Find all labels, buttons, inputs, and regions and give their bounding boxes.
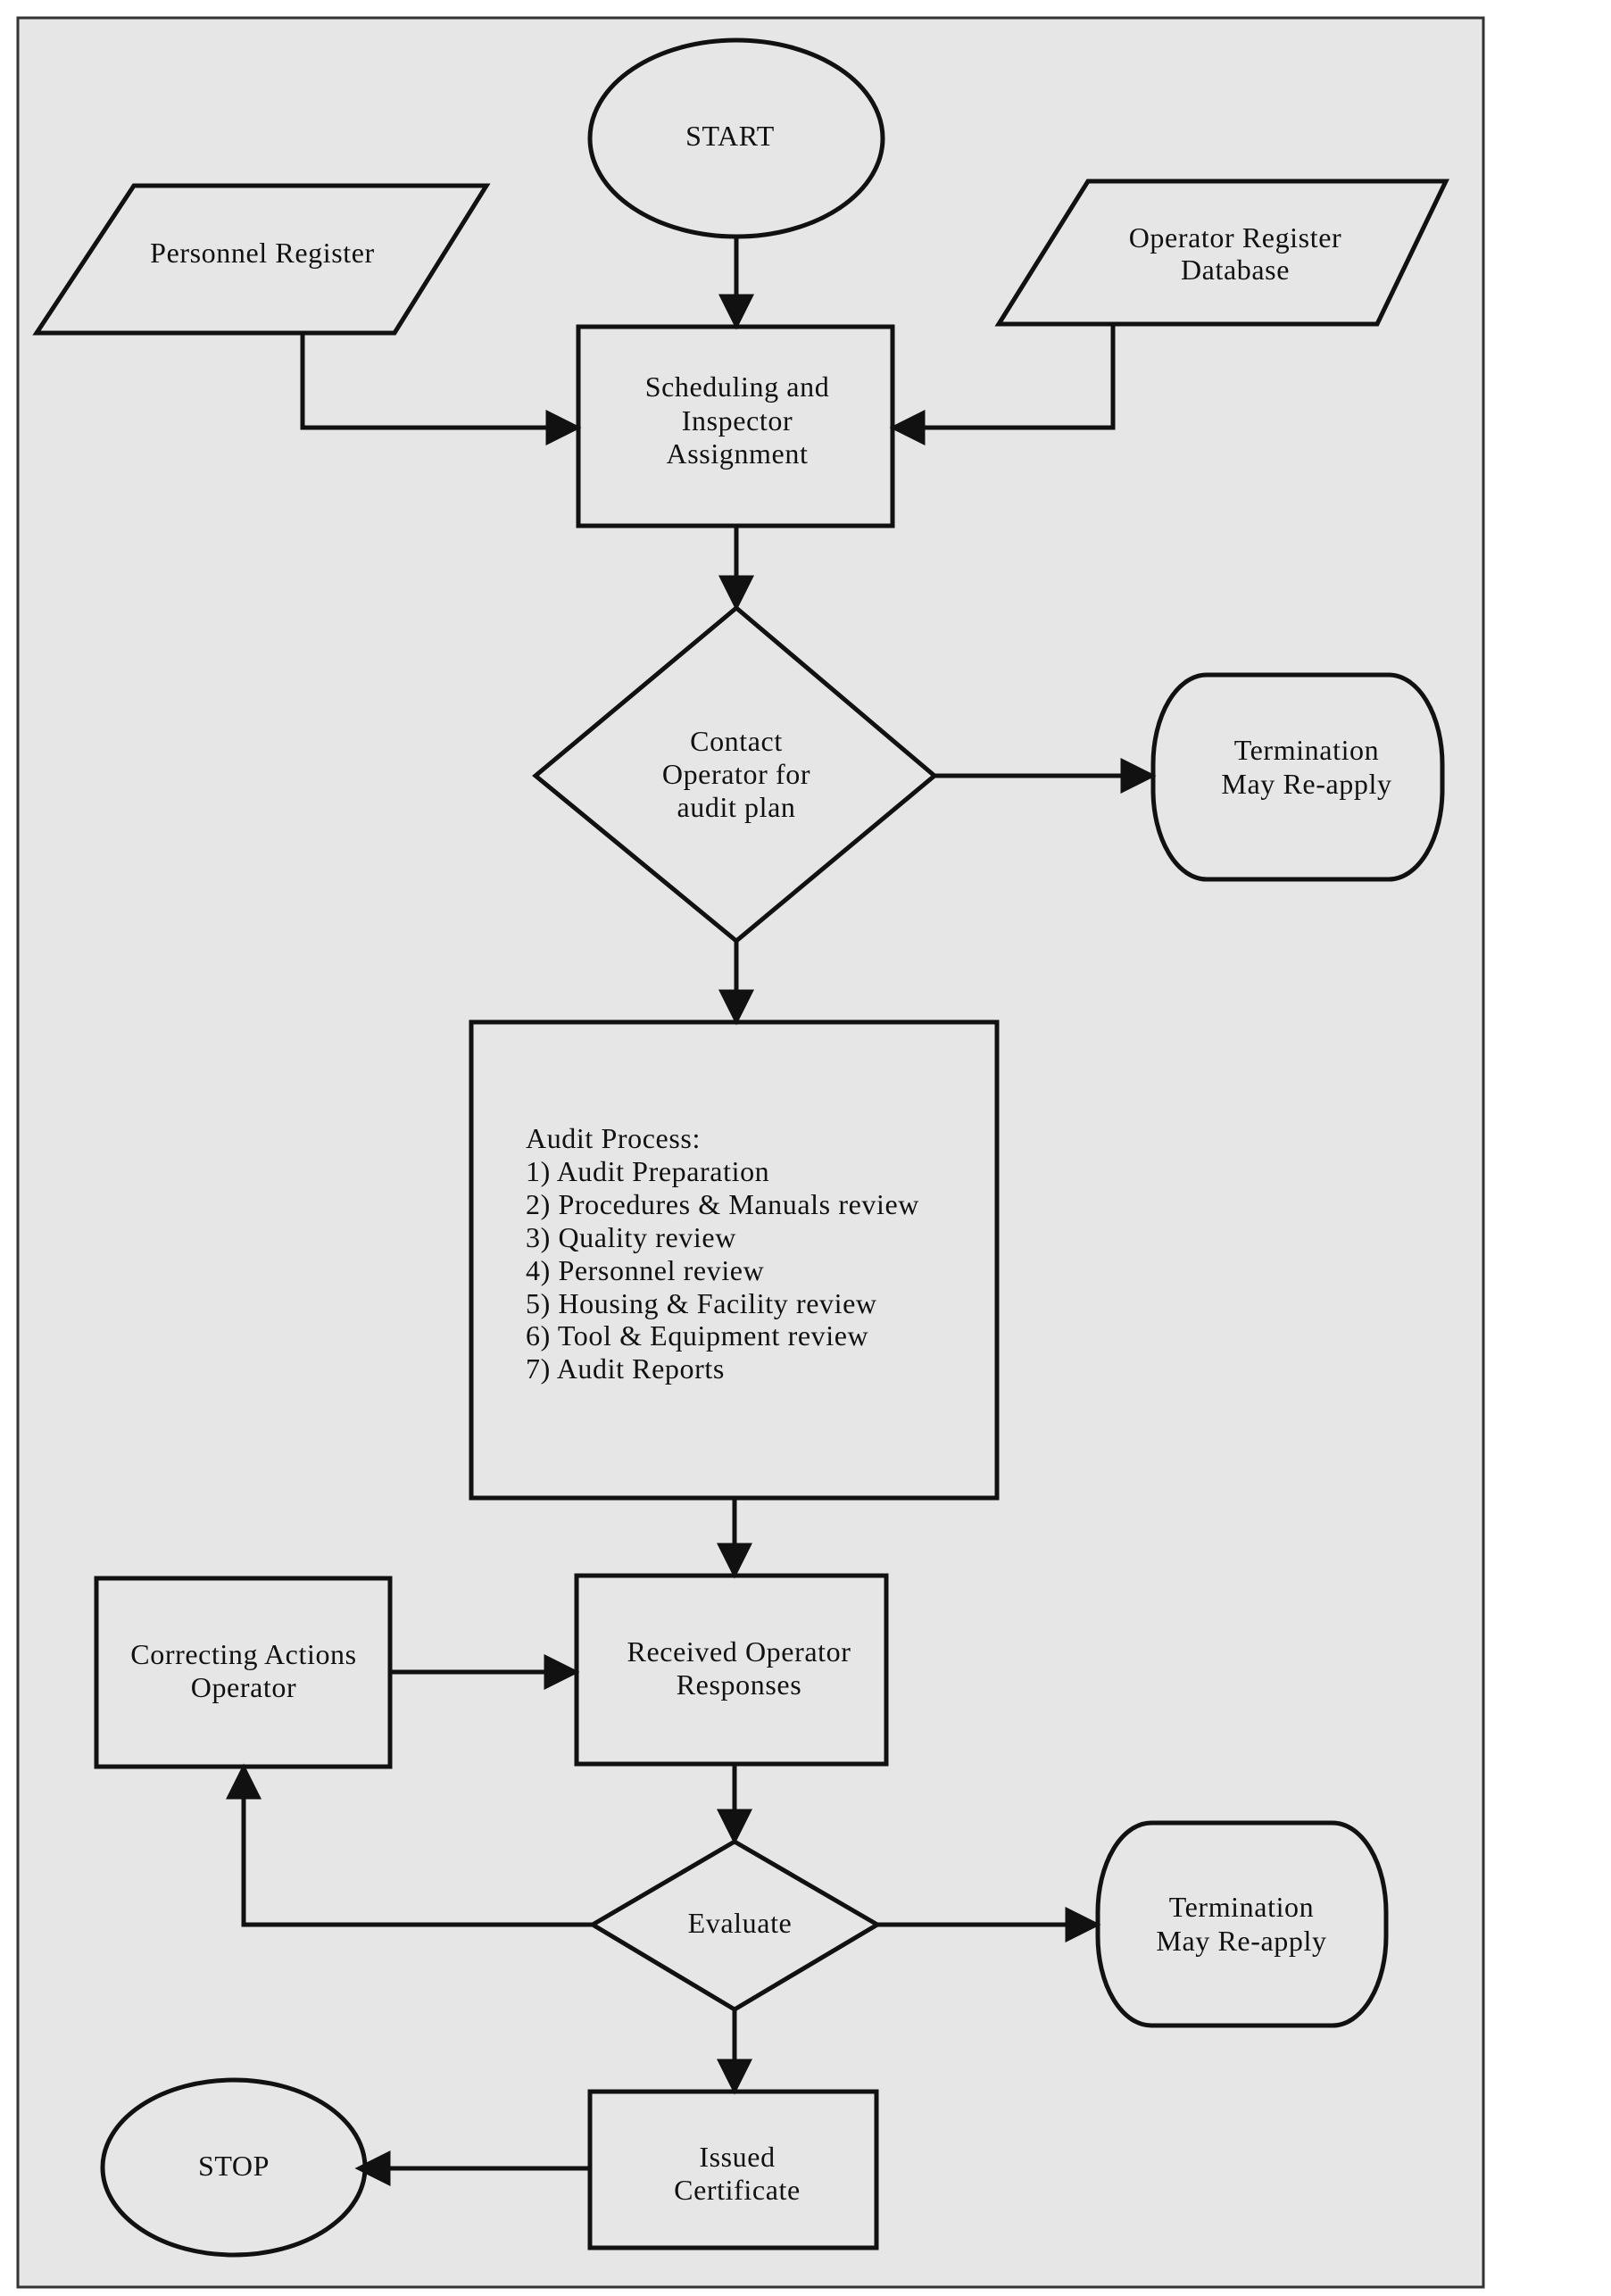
svg-text:Operator for: Operator for — [662, 758, 810, 790]
contact-operator-label-line1: Contact — [690, 725, 783, 757]
termination-2-label-line2: May Re-apply — [1156, 1925, 1326, 1957]
scheduling-label-line3: Assignment — [667, 437, 809, 470]
svg-text:Correcting Actions: Correcting Actions — [130, 1638, 356, 1670]
svg-text:4) Personnel review: 4) Personnel review — [526, 1254, 764, 1286]
correcting-actions-label-line2: Operator — [191, 1671, 297, 1703]
svg-text:STOP: STOP — [198, 2150, 270, 2182]
contact-operator-label-line2: Operator for — [662, 758, 810, 790]
audit-step: 2) Procedures & Manuals review — [526, 1188, 919, 1220]
svg-text:Operator Register: Operator Register — [1129, 221, 1342, 254]
audit-step: 5) Housing & Facility review — [526, 1287, 877, 1319]
svg-text:START: START — [685, 120, 775, 152]
termination-1-label-line2: May Re-apply — [1221, 768, 1391, 800]
received-responses-label-line2: Responses — [677, 1668, 802, 1701]
svg-text:Database: Database — [1181, 254, 1290, 286]
personnel-register-parallelogram — [32, 183, 491, 336]
evaluate-label: Evaluate — [688, 1907, 793, 1939]
svg-text:Received Operator: Received Operator — [627, 1635, 851, 1668]
start-node: START — [587, 37, 885, 239]
svg-text:Personnel Register: Personnel Register — [150, 237, 375, 269]
operator-register-label-line1: Operator Register — [1129, 221, 1342, 254]
svg-text:Operator: Operator — [191, 1671, 297, 1703]
audit-step: 6) Tool & Equipment review — [526, 1319, 868, 1352]
svg-text:7) Audit Reports: 7) Audit Reports — [526, 1352, 725, 1385]
arrow-operator-register-to-scheduling — [889, 324, 1116, 445]
svg-text:Evaluate: Evaluate — [688, 1907, 793, 1939]
scheduling-label-line1: Scheduling and — [645, 370, 830, 403]
audit-step: 7) Audit Reports — [526, 1352, 725, 1385]
contact-operator-label-line3: audit plan — [677, 791, 795, 823]
diagram-frame — [16, 16, 1485, 2289]
evaluate-node: Evaluate — [588, 1839, 882, 2012]
svg-text:May Re-apply: May Re-apply — [1221, 768, 1391, 800]
svg-text:May Re-apply: May Re-apply — [1156, 1925, 1326, 1957]
operator-register-label-line2: Database — [1181, 254, 1290, 286]
stop-label: STOP — [198, 2150, 270, 2182]
issued-certificate-label-line1: Issued — [699, 2141, 775, 2173]
start-label: START — [685, 120, 775, 152]
termination-1-label-line1: Termination — [1234, 734, 1380, 766]
operator-register-parallelogram — [994, 179, 1449, 327]
svg-text:audit plan: audit plan — [677, 791, 795, 823]
svg-text:Assignment: Assignment — [667, 437, 809, 470]
audit-process-title: Audit Process: — [526, 1122, 701, 1154]
arrow-personnel-register-to-scheduling — [300, 333, 582, 445]
audit-step: 1) Audit Preparation — [526, 1155, 769, 1187]
operator-register-node: Operator Register Database — [994, 179, 1449, 327]
svg-text:Inspector: Inspector — [682, 404, 793, 437]
received-responses-node: Received Operator Responses — [574, 1573, 889, 1767]
svg-text:1) Audit Preparation: 1) Audit Preparation — [526, 1155, 769, 1187]
svg-text:Termination: Termination — [1169, 1891, 1315, 1923]
svg-text:Scheduling and: Scheduling and — [645, 370, 830, 403]
issued-certificate-node: Issued Certificate — [587, 2089, 879, 2250]
audit-process-node: Audit Process: 1) Audit Preparation 2) P… — [469, 1019, 1000, 1501]
audit-step: 4) Personnel review — [526, 1254, 764, 1286]
svg-text:Issued: Issued — [699, 2141, 775, 2173]
issued-certificate-label-line2: Certificate — [674, 2174, 801, 2206]
svg-text:6) Tool & Equipment review: 6) Tool & Equipment review — [526, 1319, 868, 1352]
personnel-register-node: Personnel Register — [32, 183, 491, 336]
received-responses-label-line1: Received Operator — [627, 1635, 851, 1668]
arrow-evaluate-to-correcting-actions — [226, 1763, 593, 1927]
svg-text:Responses: Responses — [677, 1668, 802, 1701]
svg-text:2) Procedures & Manuals review: 2) Procedures & Manuals review — [526, 1188, 919, 1220]
svg-text:Contact: Contact — [690, 725, 783, 757]
svg-text:3) Quality review: 3) Quality review — [526, 1221, 736, 1253]
correcting-actions-label-line1: Correcting Actions — [130, 1638, 356, 1670]
personnel-register-label: Personnel Register — [150, 237, 375, 269]
termination-2-label-line1: Termination — [1169, 1891, 1315, 1923]
edges — [226, 238, 1157, 2186]
svg-text:Certificate: Certificate — [674, 2174, 801, 2206]
svg-text:Termination: Termination — [1234, 734, 1380, 766]
scheduling-label-line2: Inspector — [682, 404, 793, 437]
termination-2-node: Termination May Re-apply — [1095, 1820, 1389, 2028]
svg-text:5) Housing & Facility review: 5) Housing & Facility review — [526, 1287, 877, 1319]
svg-text:Audit Process:: Audit Process: — [526, 1122, 701, 1154]
start-ellipse — [587, 37, 885, 239]
audit-step: 3) Quality review — [526, 1221, 736, 1253]
